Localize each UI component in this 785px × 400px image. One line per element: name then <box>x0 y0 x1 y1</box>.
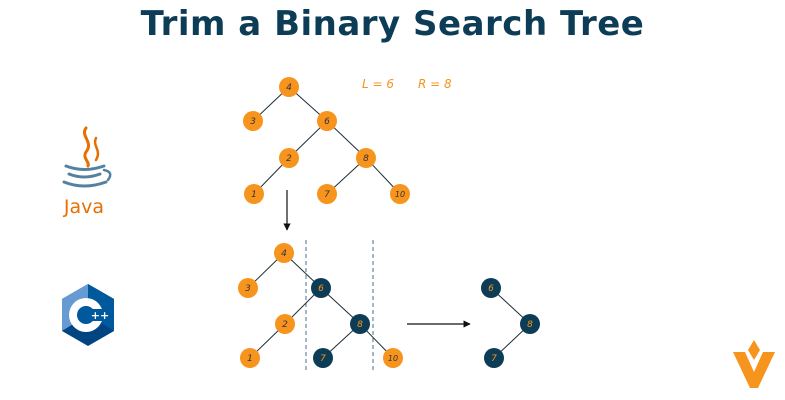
svg-text:7: 7 <box>324 190 330 200</box>
svg-text:7: 7 <box>320 354 326 364</box>
svg-text:8: 8 <box>357 320 363 330</box>
cpp-plus-label: ++ <box>91 309 109 322</box>
svg-text:7: 7 <box>491 354 497 364</box>
cpp-logo: ++ <box>62 284 114 346</box>
svg-text:1: 1 <box>247 354 253 364</box>
tree-node-kept: 8 <box>520 314 540 334</box>
svg-text:10: 10 <box>395 190 405 199</box>
tree-node: 8 <box>356 148 376 168</box>
svg-text:6: 6 <box>488 284 494 294</box>
tree-node-kept: 7 <box>313 348 333 368</box>
tree-node-kept: 6 <box>311 278 331 298</box>
tree-node: 7 <box>317 184 337 204</box>
marked-tree: 4 3 6 2 8 1 7 10 <box>238 240 403 372</box>
original-tree: 4 3 6 2 8 1 7 10 <box>243 77 410 204</box>
svg-text:4: 4 <box>286 83 292 93</box>
svg-text:8: 8 <box>363 154 369 164</box>
tree-node-kept: 8 <box>350 314 370 334</box>
svg-text:3: 3 <box>245 284 251 294</box>
tree-node: 6 <box>317 111 337 131</box>
tree-node: 10 <box>390 184 410 204</box>
result-tree: 6 8 7 <box>481 278 540 368</box>
svg-text:6: 6 <box>318 284 324 294</box>
svg-text:4: 4 <box>281 249 287 259</box>
tree-node: 4 <box>274 243 294 263</box>
r-constraint: R = 8 <box>418 77 452 91</box>
tree-node: 10 <box>383 348 403 368</box>
svg-text:2: 2 <box>286 154 292 164</box>
svg-text:1: 1 <box>251 190 257 200</box>
svg-text:10: 10 <box>388 354 398 363</box>
page-title: Trim a Binary Search Tree <box>140 4 645 44</box>
tree-node: 2 <box>275 314 295 334</box>
svg-text:2: 2 <box>282 320 288 330</box>
java-label: Java <box>63 196 104 218</box>
tree-node: 2 <box>279 148 299 168</box>
tree-node: 3 <box>243 111 263 131</box>
tree-node-kept: 7 <box>484 348 504 368</box>
tree-node-kept: 6 <box>481 278 501 298</box>
svg-text:8: 8 <box>527 320 533 330</box>
tree-node: 4 <box>279 77 299 97</box>
l-constraint: L = 6 <box>362 77 394 91</box>
svg-text:3: 3 <box>250 117 256 127</box>
tree-node: 3 <box>238 278 258 298</box>
tree-node: 1 <box>244 184 264 204</box>
brand-logo-icon <box>733 340 775 388</box>
svg-text:6: 6 <box>324 117 330 127</box>
java-logo: Java <box>62 126 112 218</box>
java-cup-icon <box>62 126 112 188</box>
tree-node: 1 <box>240 348 260 368</box>
